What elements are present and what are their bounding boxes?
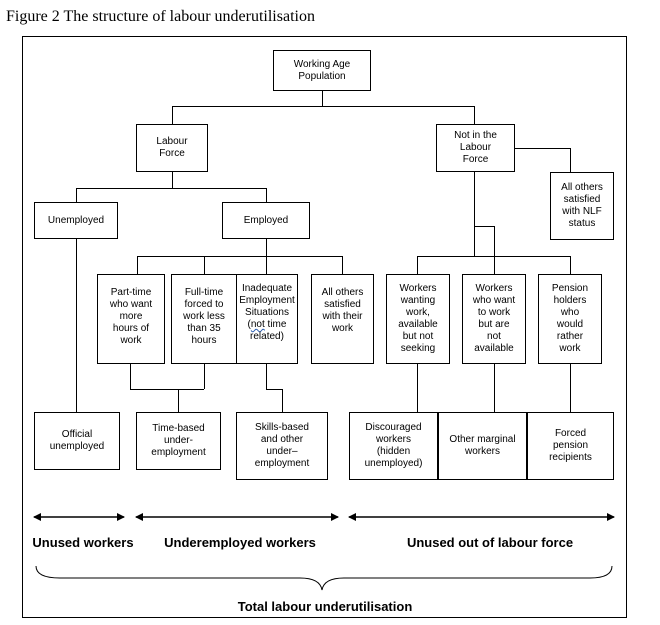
connector	[494, 226, 495, 256]
connector	[266, 188, 267, 202]
label-unused-out-of-labour-force: Unused out of labour force	[406, 535, 574, 550]
node-workers-wanting-work: Workers wanting work, available but not …	[386, 274, 450, 364]
node-working-age-population: Working Age Population	[273, 50, 371, 91]
inadequate-employment-paren: (	[247, 319, 251, 330]
connector	[130, 364, 131, 389]
label-unused-workers: Unused workers	[32, 535, 134, 550]
node-forced-pension-recipients: Forced pension recipients	[527, 412, 614, 480]
connector	[570, 148, 571, 172]
connector	[417, 256, 418, 274]
node-all-others-work: All others satisfied with their work	[311, 274, 374, 364]
connector	[178, 389, 179, 413]
connector	[494, 364, 495, 412]
connector	[204, 364, 205, 389]
node-skills-based-underemployment: Skills-based and other under– employment	[236, 412, 328, 480]
node-pension-holders: Pension holders who would rather work	[538, 274, 602, 364]
node-workers-want-not-available: Workers who want to work but are not ava…	[462, 274, 526, 364]
connector	[172, 106, 474, 107]
node-official-unemployed: Official unemployed	[34, 412, 120, 470]
connector	[76, 188, 77, 202]
connector	[266, 364, 267, 389]
node-not-in-labour-force: Not in the Labour Force	[436, 124, 515, 172]
node-discouraged-workers: Discouraged workers (hidden unemployed)	[349, 412, 438, 480]
connector	[130, 389, 204, 390]
connector	[474, 226, 494, 227]
connector	[417, 364, 418, 412]
inadequate-employment-rest: time related)	[250, 319, 287, 342]
connector	[494, 256, 495, 274]
label-underemployed-workers: Underemployed workers	[164, 535, 316, 550]
inadequate-employment-main: Inadequate Employment Situations	[239, 283, 295, 318]
connector	[417, 256, 570, 257]
node-full-time: Full-time forced to work less than 35 ho…	[171, 274, 237, 364]
connector	[137, 256, 342, 257]
connector	[474, 106, 475, 124]
connector	[515, 148, 570, 149]
node-labour-force: Labour Force	[136, 124, 208, 172]
node-part-time: Part-time who want more hours of work	[97, 274, 165, 364]
diagram-frame	[22, 36, 627, 618]
connector	[266, 389, 282, 390]
inadequate-employment-not: not	[250, 319, 265, 330]
figure-title: Figure 2 The structure of labour underut…	[6, 8, 315, 25]
connector	[570, 256, 571, 274]
node-all-others-nlf: All others satisfied with NLF status	[550, 172, 614, 240]
node-time-based-underemployment: Time-based under- employment	[136, 412, 221, 470]
connector	[282, 389, 283, 413]
inadequate-employment-text: Inadequate Employment Situations(not tim…	[239, 283, 295, 343]
connector	[76, 188, 266, 189]
connector	[266, 238, 267, 256]
connector	[474, 172, 475, 256]
label-total-labour-underutilisation: Total labour underutilisation	[237, 599, 413, 614]
connector	[172, 106, 173, 124]
node-inadequate-employment: Inadequate Employment Situations(not tim…	[236, 274, 298, 364]
connector	[322, 90, 323, 106]
connector	[342, 256, 343, 274]
connector	[204, 256, 205, 274]
connector	[172, 172, 173, 188]
total-brace	[35, 565, 613, 591]
connector	[266, 256, 267, 274]
connector	[570, 364, 571, 412]
connector	[137, 256, 138, 274]
node-employed: Employed	[222, 202, 310, 239]
node-unemployed: Unemployed	[34, 202, 118, 239]
node-other-marginal-workers: Other marginal workers	[438, 412, 527, 480]
connector	[76, 238, 77, 412]
